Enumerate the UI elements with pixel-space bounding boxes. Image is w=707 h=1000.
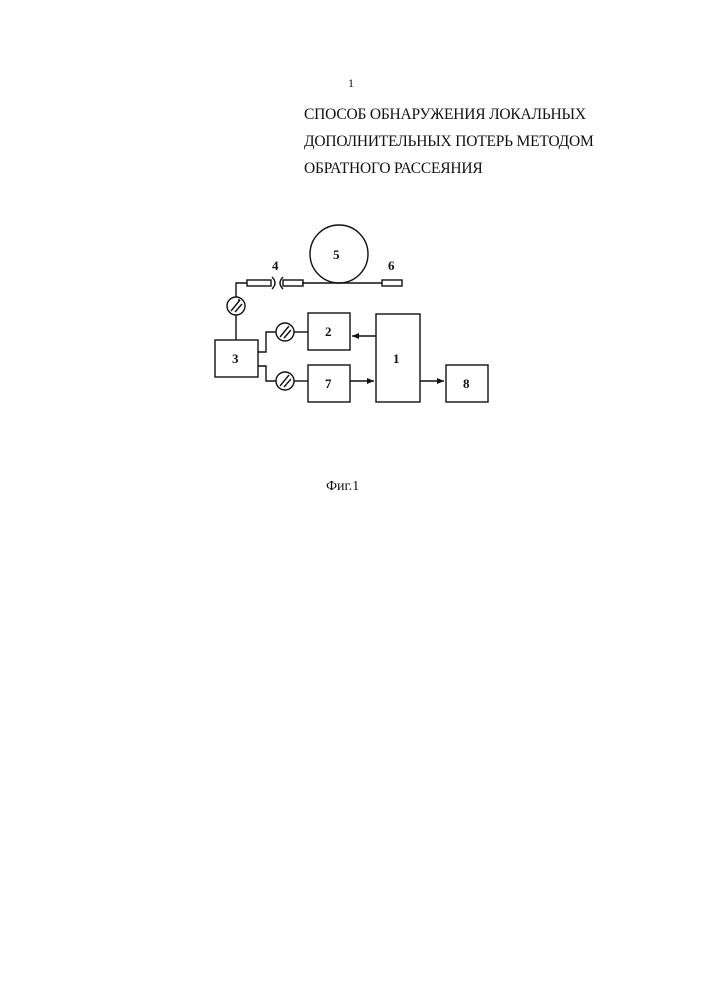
label-fiber-coil-5: 5	[333, 247, 340, 262]
gauge-top-icon	[227, 297, 245, 315]
connector-arc-left	[272, 277, 275, 289]
link-connector-to-block-3	[236, 283, 247, 297]
link-block-3-to-gauge-lower	[258, 366, 276, 381]
label-block-7: 7	[325, 376, 332, 391]
label-block-8: 8	[463, 376, 470, 391]
label-block-1: 1	[393, 351, 400, 366]
label-block-3: 3	[232, 351, 239, 366]
label-fiber-end-6: 6	[388, 258, 395, 273]
label-connector-4: 4	[272, 258, 279, 273]
connector-ferrule-left	[247, 280, 271, 286]
label-block-2: 2	[325, 324, 332, 339]
figure-caption: Фиг.1	[326, 479, 359, 495]
gauge-upper-icon	[276, 323, 294, 341]
fiber-end-6	[382, 280, 402, 286]
gauge-lower-icon	[276, 372, 294, 390]
connector-ferrule-right	[283, 280, 303, 286]
link-block-3-to-gauge-upper	[258, 332, 276, 352]
